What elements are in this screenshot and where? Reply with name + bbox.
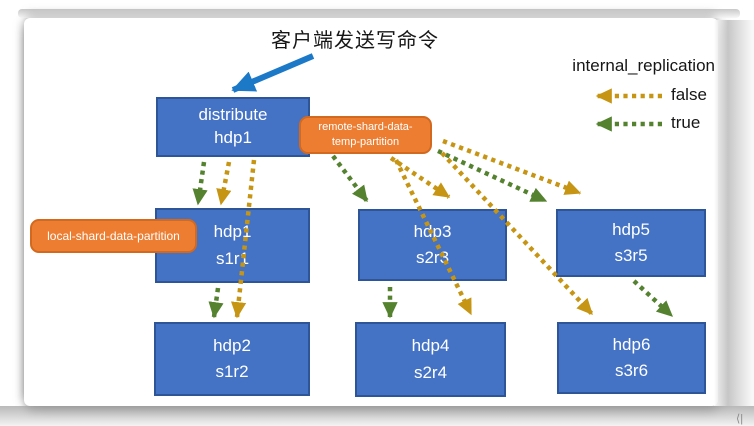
edge-distribute-hdp5	[437, 148, 548, 204]
corner-watermark-mark: ⟨|	[736, 413, 744, 425]
diagram-title: 客户端发送写命令	[271, 30, 439, 52]
legend-label-false: false	[671, 85, 707, 104]
edge-hdp1-hdp2	[208, 287, 224, 319]
node-label-line2: s2r3	[415, 248, 450, 267]
callout-remote-shard-data-temp-partition: remote-shard-data-temp-partition	[299, 116, 432, 154]
node-hdp3-s2r3: hdp3 s2r3	[358, 209, 507, 281]
node-hdp5-s3r5: hdp5 s3r5	[556, 209, 706, 277]
node-label-line1: hdp1	[213, 222, 252, 242]
node-hdp6-s3r6: hdp6 s3r6	[557, 322, 706, 394]
legend-label-true: true	[671, 113, 701, 132]
callout-text: remote-shard-data-temp-partition	[318, 121, 413, 148]
callout-text: local-shard-data-partition	[47, 229, 180, 243]
edge-distribute-hdp5	[442, 138, 582, 196]
edge-hdp5-hdp6	[632, 279, 674, 318]
edge-distribute-hdp1	[216, 161, 232, 206]
node-label-line2: s3r6	[614, 361, 649, 380]
edge-distribute-hdp4	[393, 159, 474, 316]
node-label-line1: distribute	[198, 105, 268, 125]
edge-distribute-hdp2	[230, 159, 257, 319]
node-distribute-hdp1: distribute hdp1	[156, 97, 310, 157]
top-shadow-edge	[18, 9, 740, 18]
legend-title: internal_replication	[572, 56, 715, 75]
node-hdp4-s2r4: hdp4 s2r4	[355, 322, 506, 397]
node-hdp2-s1r2: hdp2 s1r2	[154, 322, 310, 396]
edge-distribute-hdp3	[331, 154, 369, 203]
node-label-line2: s2r4	[413, 362, 448, 382]
right-shadow-edge	[714, 20, 754, 406]
client-write-command-arrow	[231, 53, 315, 93]
bottom-shadow-edge	[0, 406, 754, 426]
node-label-line1: hdp6	[612, 334, 651, 354]
node-label-line2: s3r5	[614, 246, 648, 265]
edge-distribute-hdp6	[440, 151, 594, 316]
node-label-line1: hdp4	[411, 336, 450, 356]
node-label-line1: hdp5	[612, 219, 650, 239]
edge-distribute-hdp1	[192, 161, 208, 206]
node-label-line1: hdp2	[213, 335, 251, 355]
callout-local-shard-data-partition: local-shard-data-partition	[30, 219, 197, 253]
edge-distribute-hdp3	[389, 156, 451, 199]
node-label-line2: hdp1	[214, 128, 252, 147]
node-label-line2: s1r2	[215, 362, 249, 381]
